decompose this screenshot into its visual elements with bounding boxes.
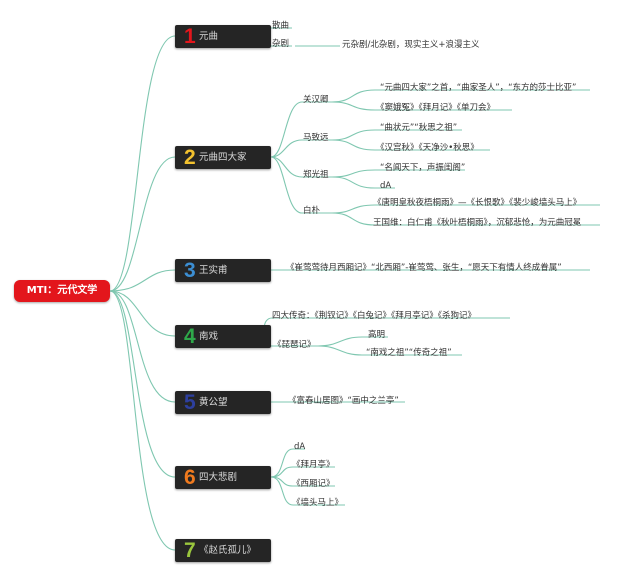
leaf-ma-works[interactable]: 《汉宫秋》《天净沙•秋思》 — [376, 143, 479, 153]
leaf-zheng-da[interactable]: dA — [380, 181, 392, 191]
leaf-fuchun-painting[interactable]: 《富春山居图》“画中之兰亭” — [288, 396, 399, 406]
leaf-zaju[interactable]: 杂剧 — [272, 39, 290, 49]
node-label: 南戏 — [199, 331, 219, 342]
node-number: 1 — [184, 25, 196, 48]
node-zhao-orphan[interactable]: 7 《赵氏孤儿》 — [175, 539, 271, 562]
leaf-nanxi-ancestor[interactable]: “南戏之祖”“传奇之祖” — [366, 348, 452, 358]
node-yuanqu[interactable]: 1 元曲 — [175, 25, 271, 48]
node-label: 黄公望 — [199, 397, 228, 408]
node-number: 6 — [184, 466, 196, 489]
node-label: 四大悲剧 — [199, 472, 238, 483]
leaf-xixiangji[interactable]: 《崔莺莺待月西厢记》“北西厢”-崔莺莺、张生，“愿天下有情人终成眷属” — [286, 263, 562, 273]
node-number: 7 — [184, 539, 196, 562]
node-four-masters[interactable]: 2 元曲四大家 — [175, 146, 271, 169]
leaf-zheng-title[interactable]: “名闻天下，声振闺阁” — [380, 163, 466, 173]
node-label: 元曲 — [199, 31, 219, 42]
leaf-guan-title[interactable]: “元曲四大家”之首，“曲家圣人”，“东方的莎士比亚” — [380, 83, 577, 93]
leaf-sanqu[interactable]: 散曲 — [272, 21, 290, 31]
leaf-tragedy-qiangtou[interactable]: 《墙头马上》 — [292, 498, 344, 508]
node-wang-shifu[interactable]: 3 王实甫 — [175, 259, 271, 282]
node-number: 5 — [184, 391, 196, 414]
leaf-pipaji[interactable]: 《琵琶记》 — [273, 340, 316, 350]
leaf-four-legends[interactable]: 四大传奇：《荆钗记》《白兔记》《拜月亭记》《杀狗记》 — [272, 311, 477, 321]
node-number: 3 — [184, 259, 196, 282]
leaf-zaju-detail[interactable]: 元杂剧/北杂剧，现实主义+浪漫主义 — [342, 40, 480, 50]
node-number: 2 — [184, 146, 196, 169]
leaf-bai-works[interactable]: 《唐明皇秋夜梧桐雨》—《长恨歌》《裴少峻墙头马上》 — [373, 198, 582, 208]
node-label: 《赵氏孤儿》 — [199, 545, 257, 556]
leaf-guan-works[interactable]: 《窦娥冤》《拜月记》《单刀会》 — [376, 103, 496, 113]
node-huang-gongwang[interactable]: 5 黄公望 — [175, 391, 271, 414]
leaf-ma-title[interactable]: “曲状元”“秋思之祖” — [380, 123, 458, 133]
leaf-bai-pu[interactable]: 白朴 — [303, 206, 321, 216]
leaf-tragedy-baiyueting[interactable]: 《拜月亭》 — [292, 460, 335, 470]
node-nanxi[interactable]: 4 南戏 — [175, 325, 271, 348]
node-label: 王实甫 — [199, 265, 228, 276]
leaf-ma-zhiyuan[interactable]: 马致远 — [303, 133, 329, 143]
node-label: 元曲四大家 — [199, 152, 247, 163]
leaf-tragedy-xixiangji[interactable]: 《西厢记》 — [292, 479, 335, 489]
leaf-tragedy-da[interactable]: dA — [294, 442, 306, 452]
leaf-bai-wang-guowei[interactable]: 王国维：白仁甫《秋叶梧桐雨》，沉郁悲怆，为元曲冠冕 — [373, 218, 582, 228]
leaf-zheng-guangzu[interactable]: 郑光祖 — [303, 170, 329, 180]
root-node[interactable]: MTI：元代文学 — [14, 280, 110, 302]
node-number: 4 — [184, 325, 196, 348]
leaf-guan-hanqing[interactable]: 关汉卿 — [303, 95, 329, 105]
leaf-gao-ming[interactable]: 高明 — [368, 330, 386, 340]
node-four-tragedies[interactable]: 6 四大悲剧 — [175, 466, 271, 489]
